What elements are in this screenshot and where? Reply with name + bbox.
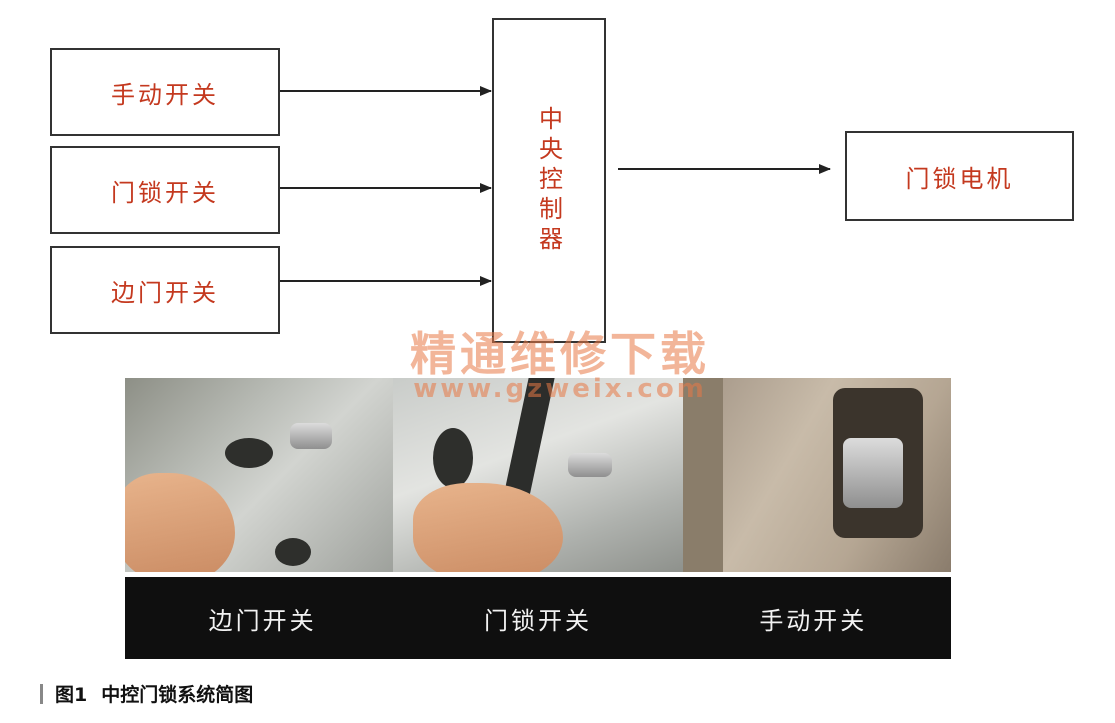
photo-strip <box>125 378 951 572</box>
pointing-hand <box>125 473 235 572</box>
figure-title: 中控门锁系统简图 <box>101 684 254 706</box>
central-controller-box: 中央控制器 <box>492 18 606 343</box>
photo-label-manual: 手动开关 <box>759 606 868 635</box>
photo-label-side-door: 边门开关 <box>208 606 317 635</box>
side-door-switch-box: 边门开关 <box>50 246 280 334</box>
watermark-url: www.gzweix.com <box>413 374 707 404</box>
manual-switch-box: 手动开关 <box>50 48 280 136</box>
door-frame <box>683 378 723 572</box>
side-door-switch-label: 边门开关 <box>111 278 219 307</box>
photo-label-door-lock: 门锁开关 <box>483 606 592 635</box>
caption-marker <box>40 684 43 704</box>
pointing-hand <box>413 483 563 572</box>
door-lock-motor-box: 门锁电机 <box>845 131 1074 221</box>
bolt-hole <box>275 538 311 566</box>
figure-caption: 图1 中控门锁系统简图 <box>40 680 253 707</box>
switch-hole <box>433 428 473 488</box>
photo-labels-bar: 边门开关 门锁开关 手动开关 <box>125 577 951 659</box>
door-lock-switch-label: 门锁开关 <box>111 178 219 207</box>
door-handle <box>843 438 903 508</box>
figure-number: 图1 <box>55 684 88 706</box>
door-lock-switch-box: 门锁开关 <box>50 146 280 234</box>
door-lock-switch-photo <box>393 378 683 572</box>
lock-striker <box>568 453 612 477</box>
manual-switch-photo <box>683 378 951 572</box>
manual-switch-label: 手动开关 <box>111 80 219 109</box>
central-controller-label: 中央控制器 <box>534 105 563 256</box>
side-door-switch-photo <box>125 378 393 572</box>
watermark-title: 精通维修下载 <box>410 327 710 381</box>
latch-part <box>290 423 332 449</box>
door-lock-motor-label: 门锁电机 <box>905 164 1014 193</box>
switch-hole <box>225 438 273 468</box>
